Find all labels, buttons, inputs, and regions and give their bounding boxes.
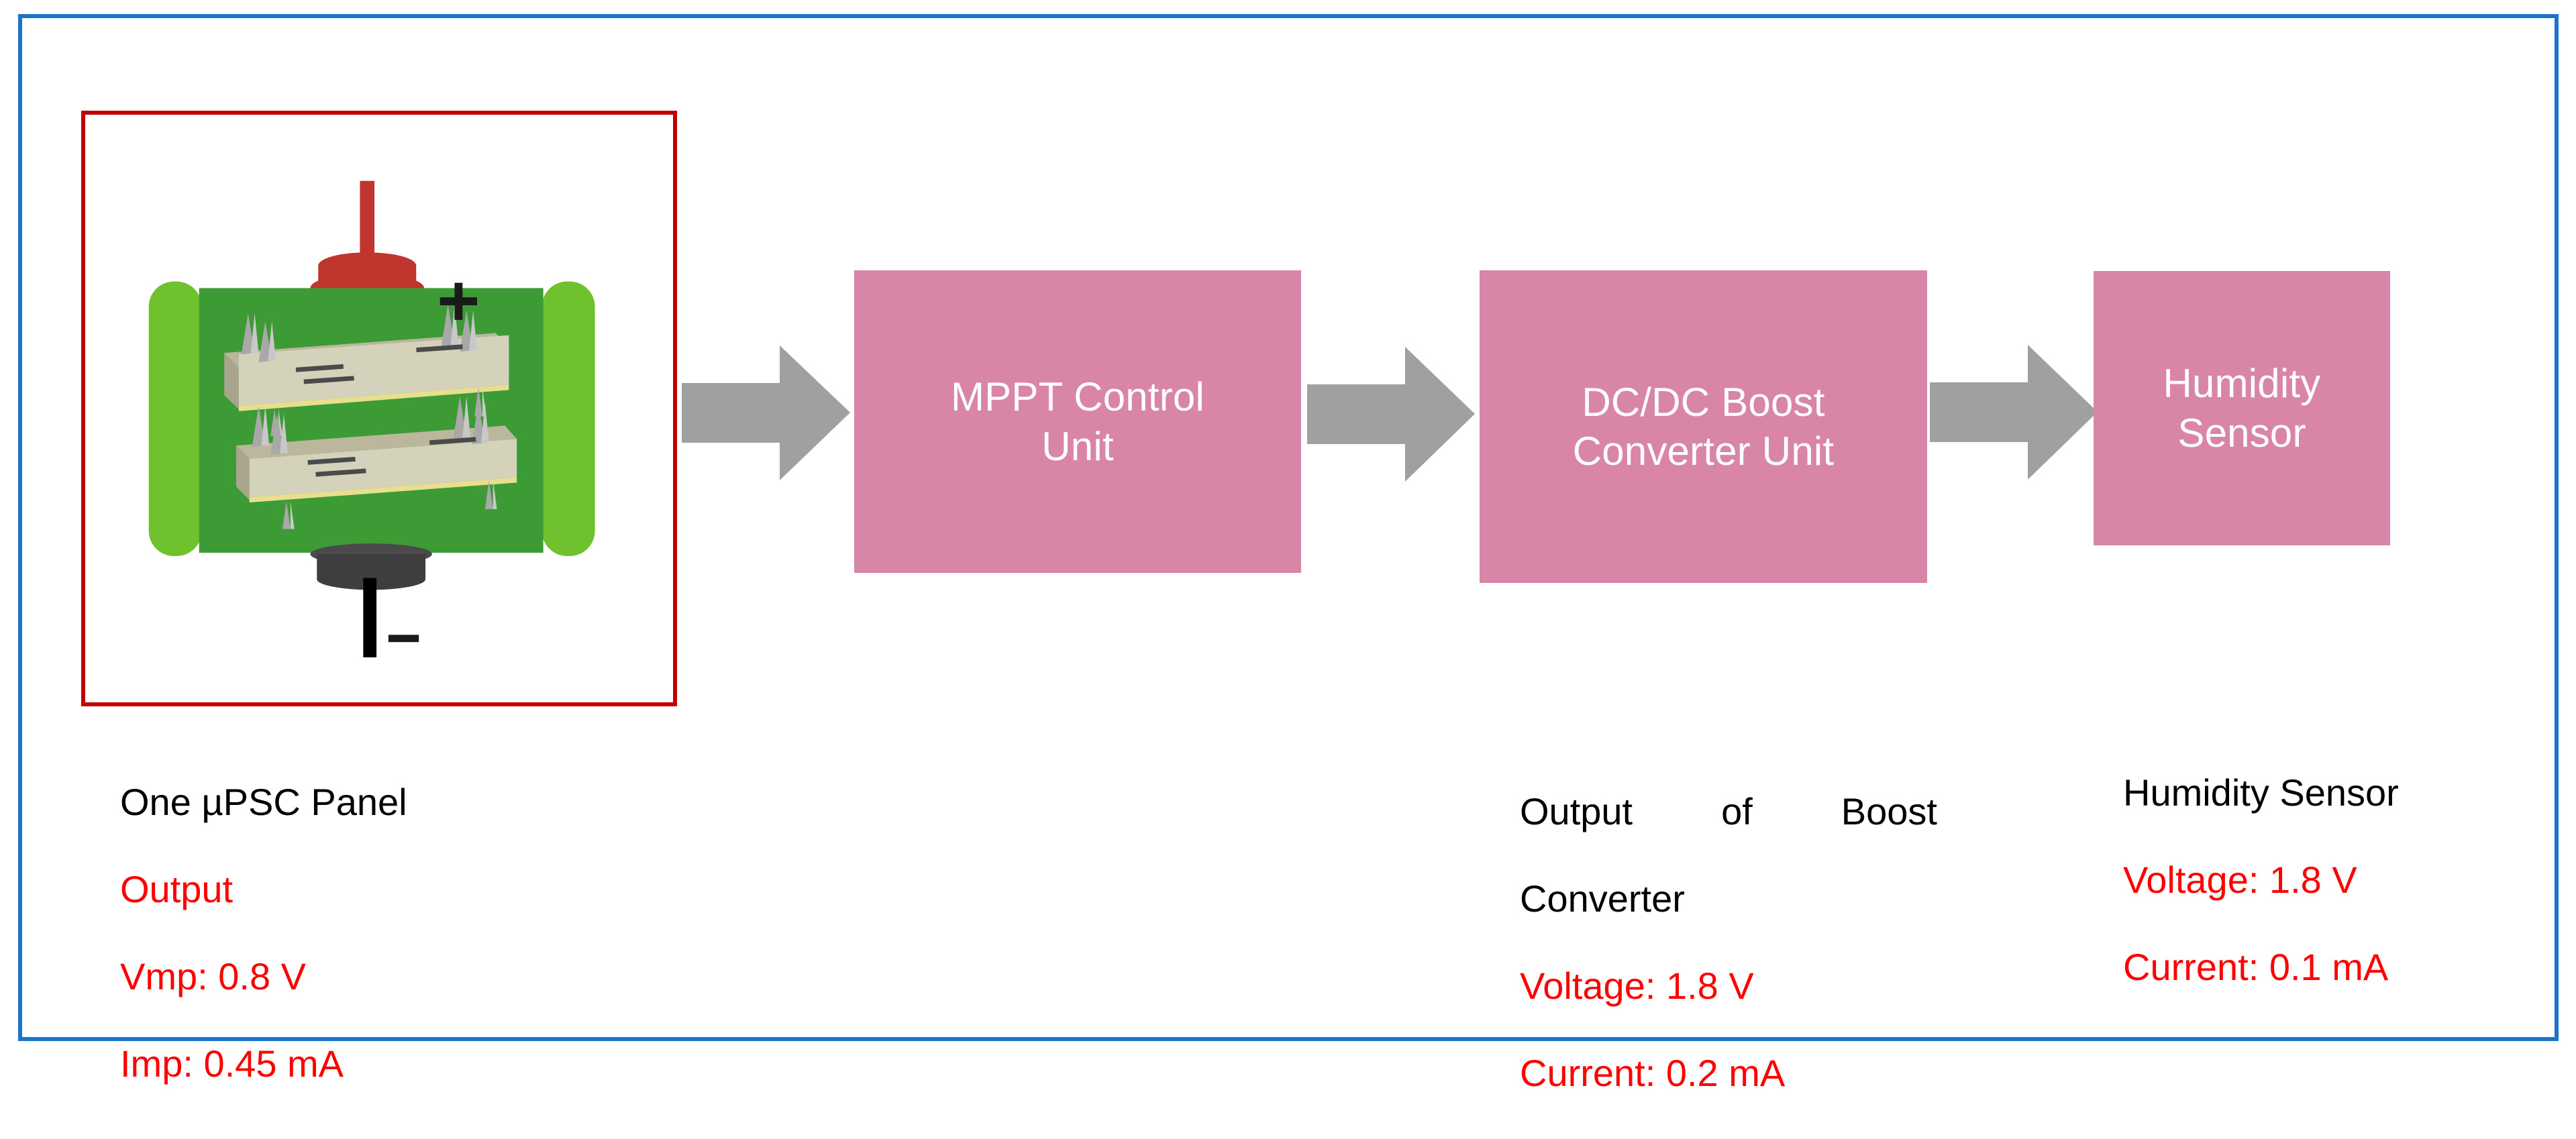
pcb-substrate	[199, 288, 544, 553]
cell-module-lower	[236, 396, 517, 529]
caption-panel-heading: One µPSC Panel	[120, 780, 407, 823]
caption-panel-vmp: Vmp: 0.8 V	[120, 955, 307, 997]
minus-sign-icon	[388, 635, 419, 643]
arrow-boost-to-humidity-sensor	[1930, 345, 2098, 480]
right-edge-rail	[542, 281, 595, 556]
block-mppt-line-1: MPPT Control	[950, 374, 1205, 420]
positive-terminal-cap	[318, 252, 417, 279]
caption-boost-heading-line-2: Converter	[1520, 877, 1685, 920]
negative-lead-wire	[363, 578, 377, 657]
caption-panel-imp: Imp: 0.45 mA	[120, 1042, 344, 1085]
caption-boost-voltage: Voltage: 1.8 V	[1520, 964, 1754, 1007]
caption-humidity-voltage: Voltage: 1.8 V	[2123, 858, 2357, 901]
outer-blue-frame: MPPT Control Unit DC/DC Boost Converter …	[18, 14, 2559, 1094]
upsc-panel-photo-box	[81, 111, 677, 706]
block-humidity-sensor[interactable]: Humidity Sensor	[2094, 271, 2390, 545]
caption-humidity-sensor: Humidity Sensor Voltage: 1.8 V Current: …	[2123, 728, 2553, 1033]
caption-boost-output: Output of Boost Converter Voltage: 1.8 V…	[1520, 747, 1943, 1139]
caption-upsc-panel: One µPSC Panel Output Vmp: 0.8 V Imp: 0.…	[120, 737, 630, 1130]
caption-boost-heading-line-1: Output of Boost	[1520, 790, 1937, 832]
arrow-panel-to-mppt	[682, 345, 850, 480]
arrow-mppt-to-boost	[1307, 347, 1475, 482]
block-mppt-line-2: Unit	[1041, 423, 1114, 469]
right-arrow-icon	[1307, 347, 1475, 482]
block-boost-line-2: Converter Unit	[1572, 429, 1835, 474]
block-humidity-line-1: Humidity Sensor	[2163, 361, 2321, 455]
caption-humidity-heading: Humidity Sensor	[2123, 771, 2399, 814]
right-arrow-icon	[1930, 345, 2098, 480]
plus-sign-icon	[440, 282, 477, 320]
caption-humidity-current: Current: 0.1 mA	[2123, 945, 2389, 988]
caption-boost-current: Current: 0.2 mA	[1520, 1051, 1786, 1094]
upsc-panel-illustration	[148, 180, 595, 657]
block-mppt-control-unit[interactable]: MPPT Control Unit	[854, 270, 1301, 573]
left-edge-rail	[148, 281, 202, 556]
positive-lead-wire	[360, 180, 375, 267]
block-dcdc-boost-converter-unit[interactable]: DC/DC Boost Converter Unit	[1480, 270, 1927, 583]
diagram-canvas: MPPT Control Unit DC/DC Boost Converter …	[18, 14, 2559, 1094]
cell-module-upper	[224, 304, 509, 437]
caption-panel-subheading: Output	[120, 867, 234, 910]
block-boost-line-1: DC/DC Boost	[1582, 379, 1825, 425]
right-arrow-icon	[682, 345, 850, 480]
